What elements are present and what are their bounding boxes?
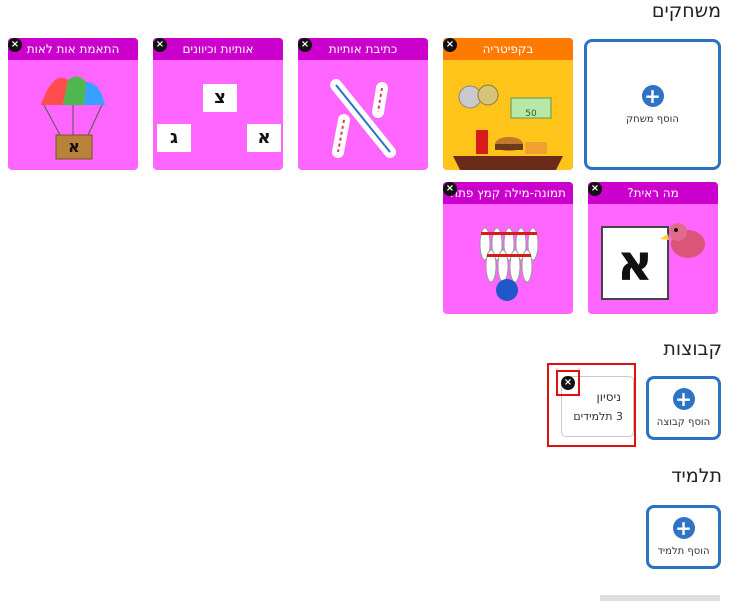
game-card-cafeteria[interactable]: בקפיטריה 50 × — [443, 38, 573, 170]
plus-icon: + — [641, 84, 664, 107]
game-card-picture-word[interactable]: תמונה-מילה קמץ פתח × — [443, 182, 573, 314]
price-tag-text: 50 — [525, 109, 537, 119]
bottom-cutoff-heading — [600, 595, 720, 601]
close-icon[interactable]: × — [588, 182, 602, 196]
add-student-label: הוסף תלמיד — [657, 546, 710, 557]
game-thumbnail-cafeteria-tray: 50 — [443, 60, 573, 170]
plus-icon: + — [672, 517, 695, 539]
student-section-title: תלמיד — [671, 465, 722, 487]
basket-letter-alef: א — [68, 137, 80, 156]
plus-icon: + — [672, 388, 695, 410]
close-icon[interactable]: × — [153, 38, 167, 52]
letter-card-alef: א — [247, 124, 281, 152]
letter-card-tsadi: צ — [203, 84, 237, 112]
group-card[interactable]: ניסיון 3 תלמידים — [561, 376, 634, 437]
group-student-count: 3 תלמידים — [573, 410, 623, 423]
game-title: כתיבת אותיות — [298, 38, 428, 60]
game-title: בקפיטריה — [443, 38, 573, 60]
letter-card-gimel: ג — [157, 124, 191, 152]
group-name: ניסיון — [596, 390, 622, 404]
game-card-letter-writing[interactable]: כתיבת אותיות × — [298, 38, 428, 170]
game-title: מה ראית? — [588, 182, 718, 204]
alef-card: א — [601, 226, 669, 300]
add-game-label: הוסף משחק — [626, 113, 679, 125]
groups-section-title: קבוצות — [663, 338, 722, 360]
game-card-letter-matching[interactable]: התאמת אות לאות א × — [8, 38, 138, 170]
game-title: תמונה-מילה קמץ פתח — [443, 182, 573, 204]
game-thumbnail-bowling-pins — [443, 204, 573, 314]
game-thumbnail-letter-alef-tracing — [298, 60, 428, 170]
game-card-letters-directions[interactable]: אותיות וכיוונים צ ג א × — [153, 38, 283, 170]
game-thumbnail-alef-bird: א — [588, 204, 718, 314]
close-icon[interactable]: × — [561, 376, 575, 390]
game-thumbnail-letter-cards: צ ג א — [153, 60, 283, 170]
close-icon[interactable]: × — [8, 38, 22, 52]
game-title: התאמת אות לאות — [8, 38, 138, 60]
game-title: אותיות וכיוונים — [153, 38, 283, 60]
add-group-button[interactable]: + הוסף קבוצה — [646, 376, 721, 440]
highlight-box — [547, 363, 636, 447]
close-icon[interactable]: × — [443, 182, 457, 196]
game-card-what-did-you-see[interactable]: מה ראית? א × — [588, 182, 718, 314]
add-student-button[interactable]: + הוסף תלמיד — [646, 505, 721, 569]
games-section-title: משחקים — [651, 0, 721, 22]
close-icon[interactable]: × — [298, 38, 312, 52]
highlight-close-box — [556, 370, 580, 396]
close-icon[interactable]: × — [443, 38, 457, 52]
add-group-label: הוסף קבוצה — [656, 417, 711, 428]
add-game-button[interactable]: + הוסף משחק — [584, 39, 721, 170]
bird-icon — [660, 223, 705, 258]
game-thumbnail-parachute-basket: א — [8, 60, 138, 170]
